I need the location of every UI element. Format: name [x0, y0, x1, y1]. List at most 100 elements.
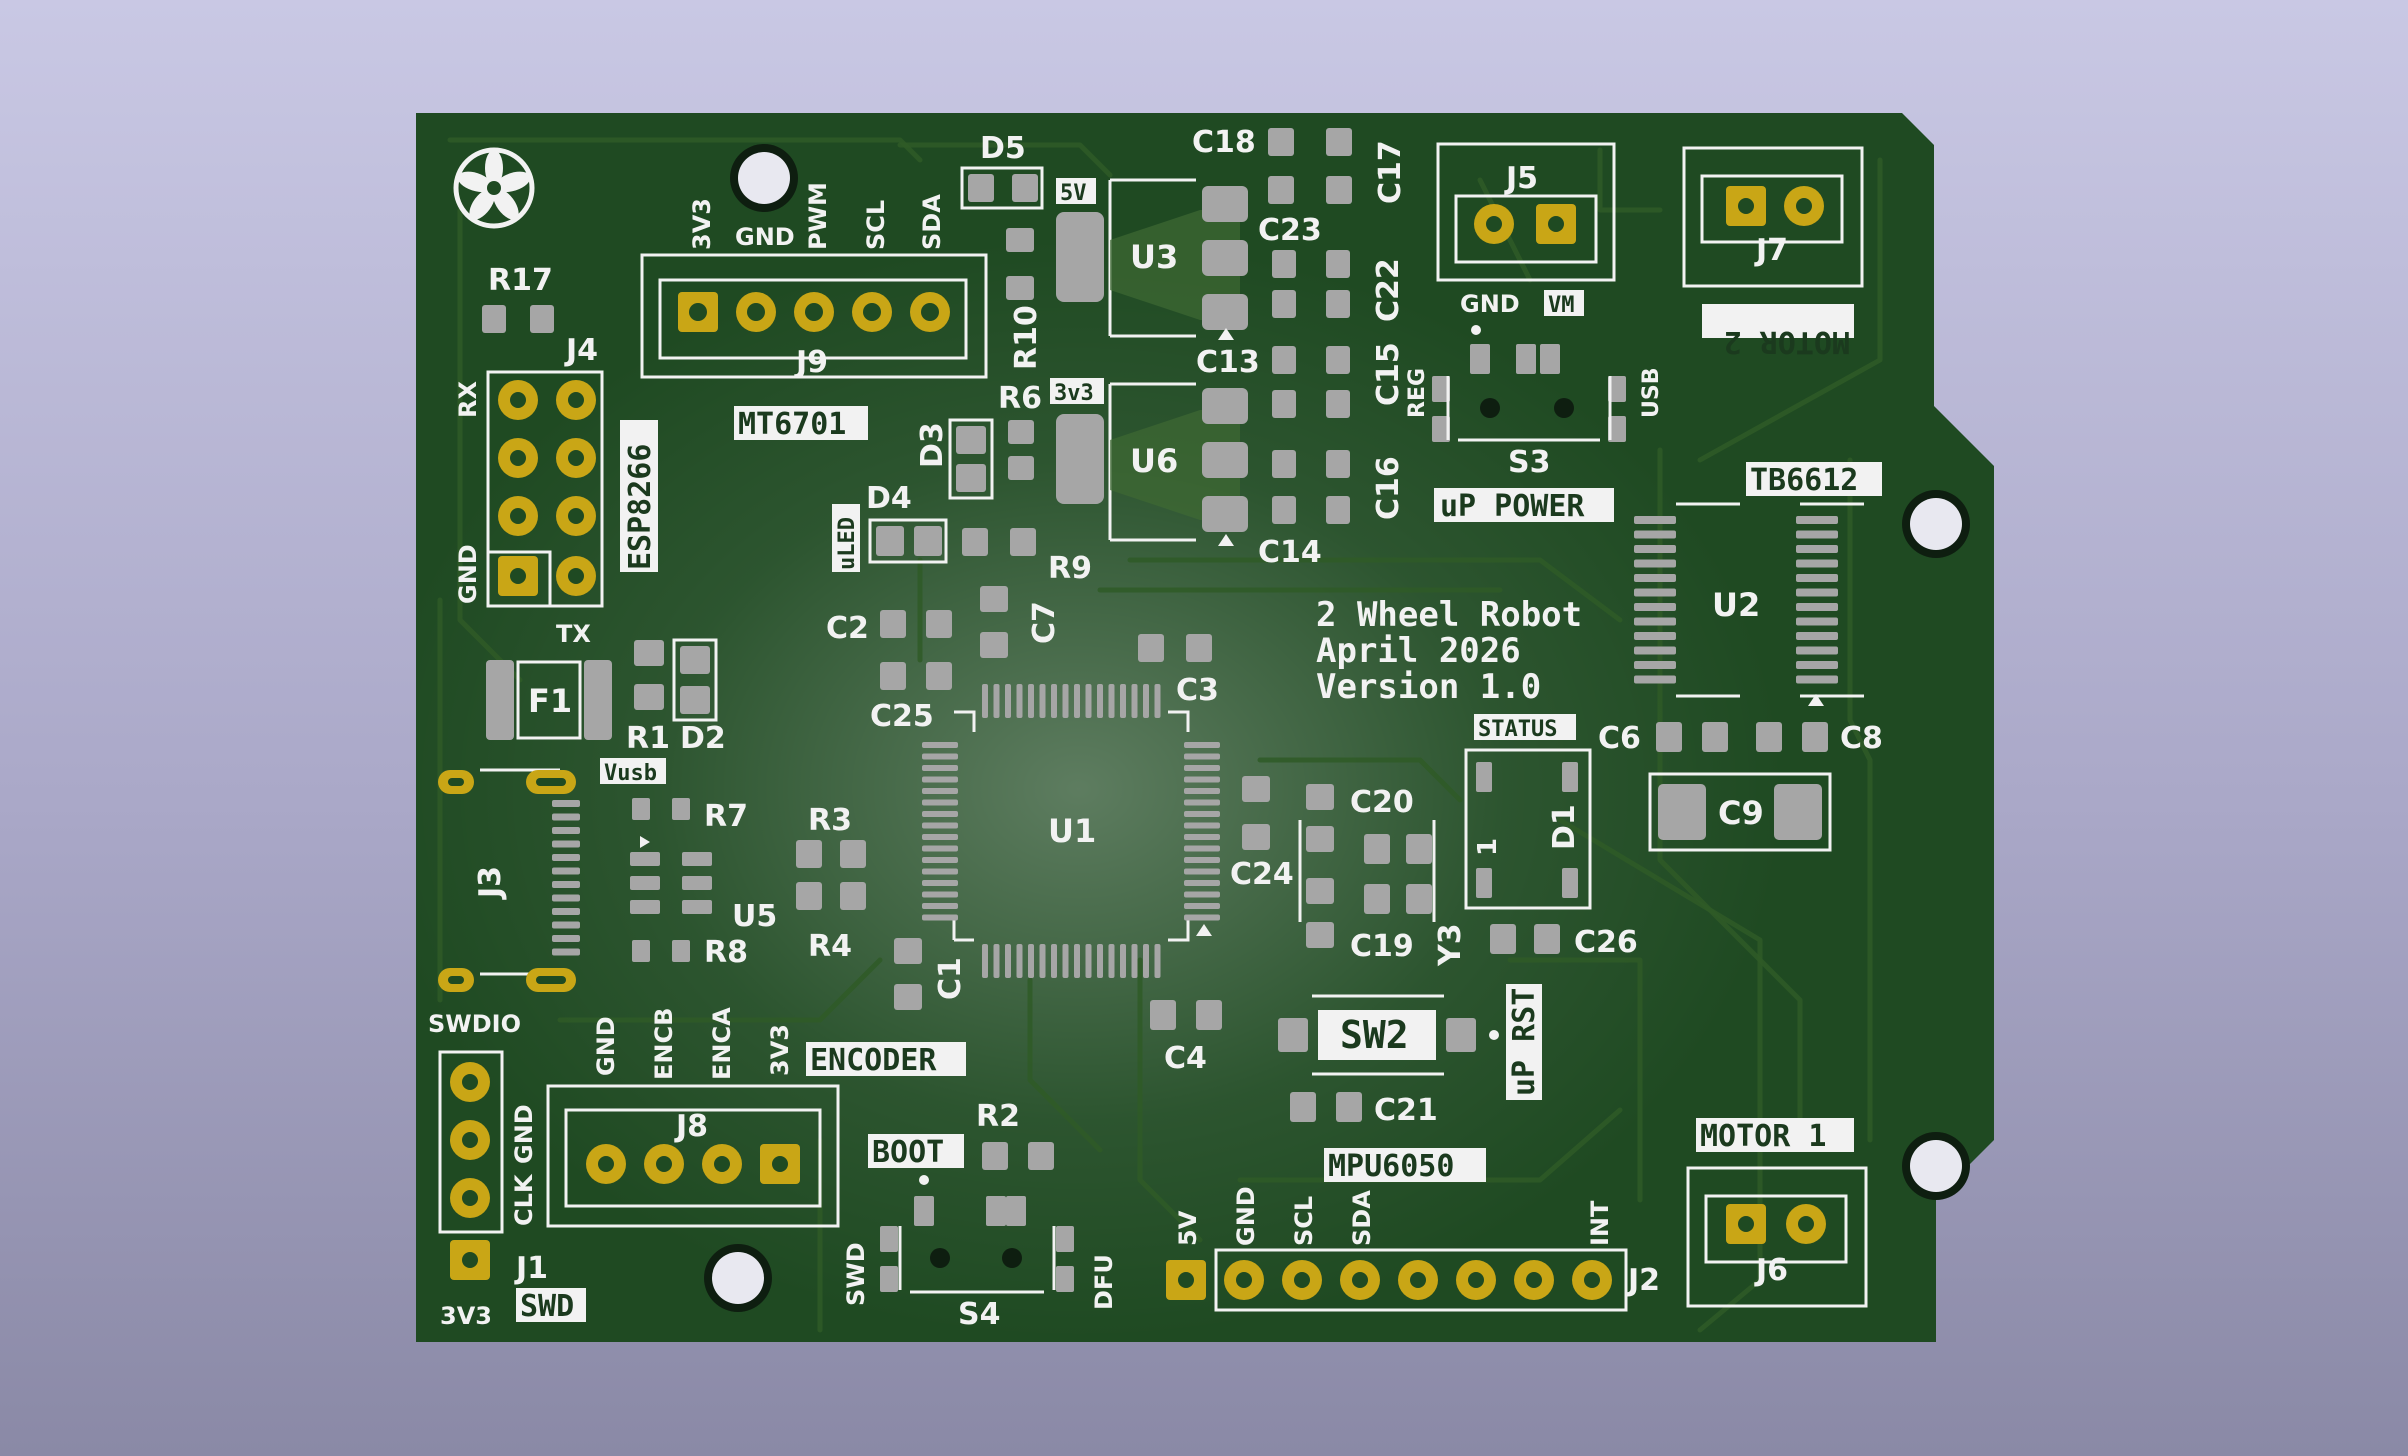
pad [922, 880, 958, 886]
pad [1796, 617, 1838, 626]
refdes-label: C15 [1371, 342, 1406, 406]
pin-hole [1584, 1272, 1600, 1288]
j3-pins [552, 800, 580, 956]
refdes-label: C8 [1840, 721, 1883, 756]
pad [993, 684, 1000, 718]
pad [1028, 684, 1034, 718]
pin-label: REG [1405, 368, 1430, 418]
pin-label: PWM [804, 182, 832, 250]
pad [552, 800, 580, 807]
pad [922, 845, 958, 852]
refdes-label: R9 [1048, 551, 1092, 586]
refdes-label: D5 [980, 131, 1026, 166]
refdes-label: U5 [732, 899, 777, 934]
pad [1039, 684, 1046, 718]
refdes-label: J2 [1626, 1263, 1660, 1298]
pad [1039, 944, 1046, 978]
pad [1028, 944, 1034, 978]
pad [1184, 903, 1220, 909]
pad [1108, 944, 1115, 978]
connector-j9 [640, 253, 988, 379]
pad [552, 908, 580, 915]
refdes-label: R4 [808, 929, 852, 964]
pad [922, 903, 958, 909]
pad [922, 914, 958, 921]
connector-j4 [486, 370, 604, 608]
pad [552, 827, 580, 834]
mounting-hole-icon [1902, 1132, 1970, 1200]
pad [1051, 684, 1057, 718]
pad [1634, 675, 1676, 684]
pad [982, 944, 988, 978]
refdes-label: R10 [1009, 305, 1044, 370]
pad [982, 684, 988, 718]
silk-box-label: MPU6050 [1328, 1149, 1454, 1184]
refdes-label: J5 [1504, 161, 1538, 196]
refdes-label: J6 [1754, 1253, 1788, 1288]
pin-label: GND [1460, 290, 1520, 318]
pin-hole [1468, 1272, 1484, 1288]
pin-label: GND [510, 1104, 538, 1164]
pad [552, 840, 580, 848]
pad [922, 811, 958, 817]
pad [1184, 880, 1220, 886]
pad [1184, 811, 1220, 817]
pad [1796, 559, 1838, 568]
pad [1634, 632, 1676, 640]
refdes-label: R8 [704, 935, 748, 970]
pin-label: SWDIO [428, 1010, 521, 1038]
silk-box-label: MT6701 [738, 407, 846, 442]
silk-box-label: VM [1548, 293, 1575, 318]
silk-box-label: uP RST [1507, 988, 1542, 1096]
refdes-label: C1 [933, 957, 968, 1000]
pad [1634, 545, 1676, 553]
pad [922, 742, 958, 748]
pad [1184, 868, 1220, 875]
refdes-label: R7 [704, 799, 748, 834]
pin-hole [1236, 1272, 1252, 1288]
refdes-label: J8 [674, 1109, 708, 1144]
refdes-label: C19 [1350, 929, 1414, 964]
pad [1796, 675, 1838, 684]
pad [1796, 646, 1838, 655]
pin-label: GND [454, 544, 482, 604]
pad [552, 894, 580, 902]
silk-box-label: Vusb [604, 761, 657, 786]
silk-box-label: 5V [1060, 181, 1087, 206]
pad [1184, 822, 1220, 829]
mounting-hole-icon [704, 1244, 772, 1312]
pad [1634, 574, 1676, 582]
pad [1796, 545, 1838, 553]
pad [922, 776, 958, 783]
pad [552, 813, 580, 821]
pad [1184, 891, 1220, 898]
pad [1796, 574, 1838, 582]
refdes-label: S3 [1508, 445, 1550, 480]
pad [922, 788, 958, 794]
pin-label: INT [1586, 1200, 1614, 1246]
pad [1051, 944, 1057, 978]
mounting-hole-icon [730, 144, 798, 212]
refdes-label: J9 [794, 345, 828, 380]
refdes-label: J3 [473, 866, 508, 900]
pin-label: 3V3 [688, 198, 716, 250]
refdes-label: C3 [1176, 673, 1219, 708]
pin-label: GND [592, 1016, 620, 1076]
pad [1097, 944, 1103, 978]
pad [552, 948, 580, 956]
refdes-label: D1 [1547, 804, 1582, 850]
pin-hole [1352, 1272, 1368, 1288]
pad [1120, 944, 1126, 978]
pad [1062, 944, 1069, 978]
refdes-label: C13 [1196, 345, 1260, 380]
refdes-label: C17 [1373, 140, 1408, 204]
pin-label: USB [1639, 368, 1664, 418]
pad [1062, 684, 1069, 718]
pin1-marker-icon [1218, 534, 1234, 546]
refdes-label: S4 [958, 1297, 1000, 1332]
pad [1154, 944, 1161, 978]
pad [922, 822, 958, 829]
refdes-label: D3 [915, 422, 950, 468]
pad [1016, 944, 1023, 978]
